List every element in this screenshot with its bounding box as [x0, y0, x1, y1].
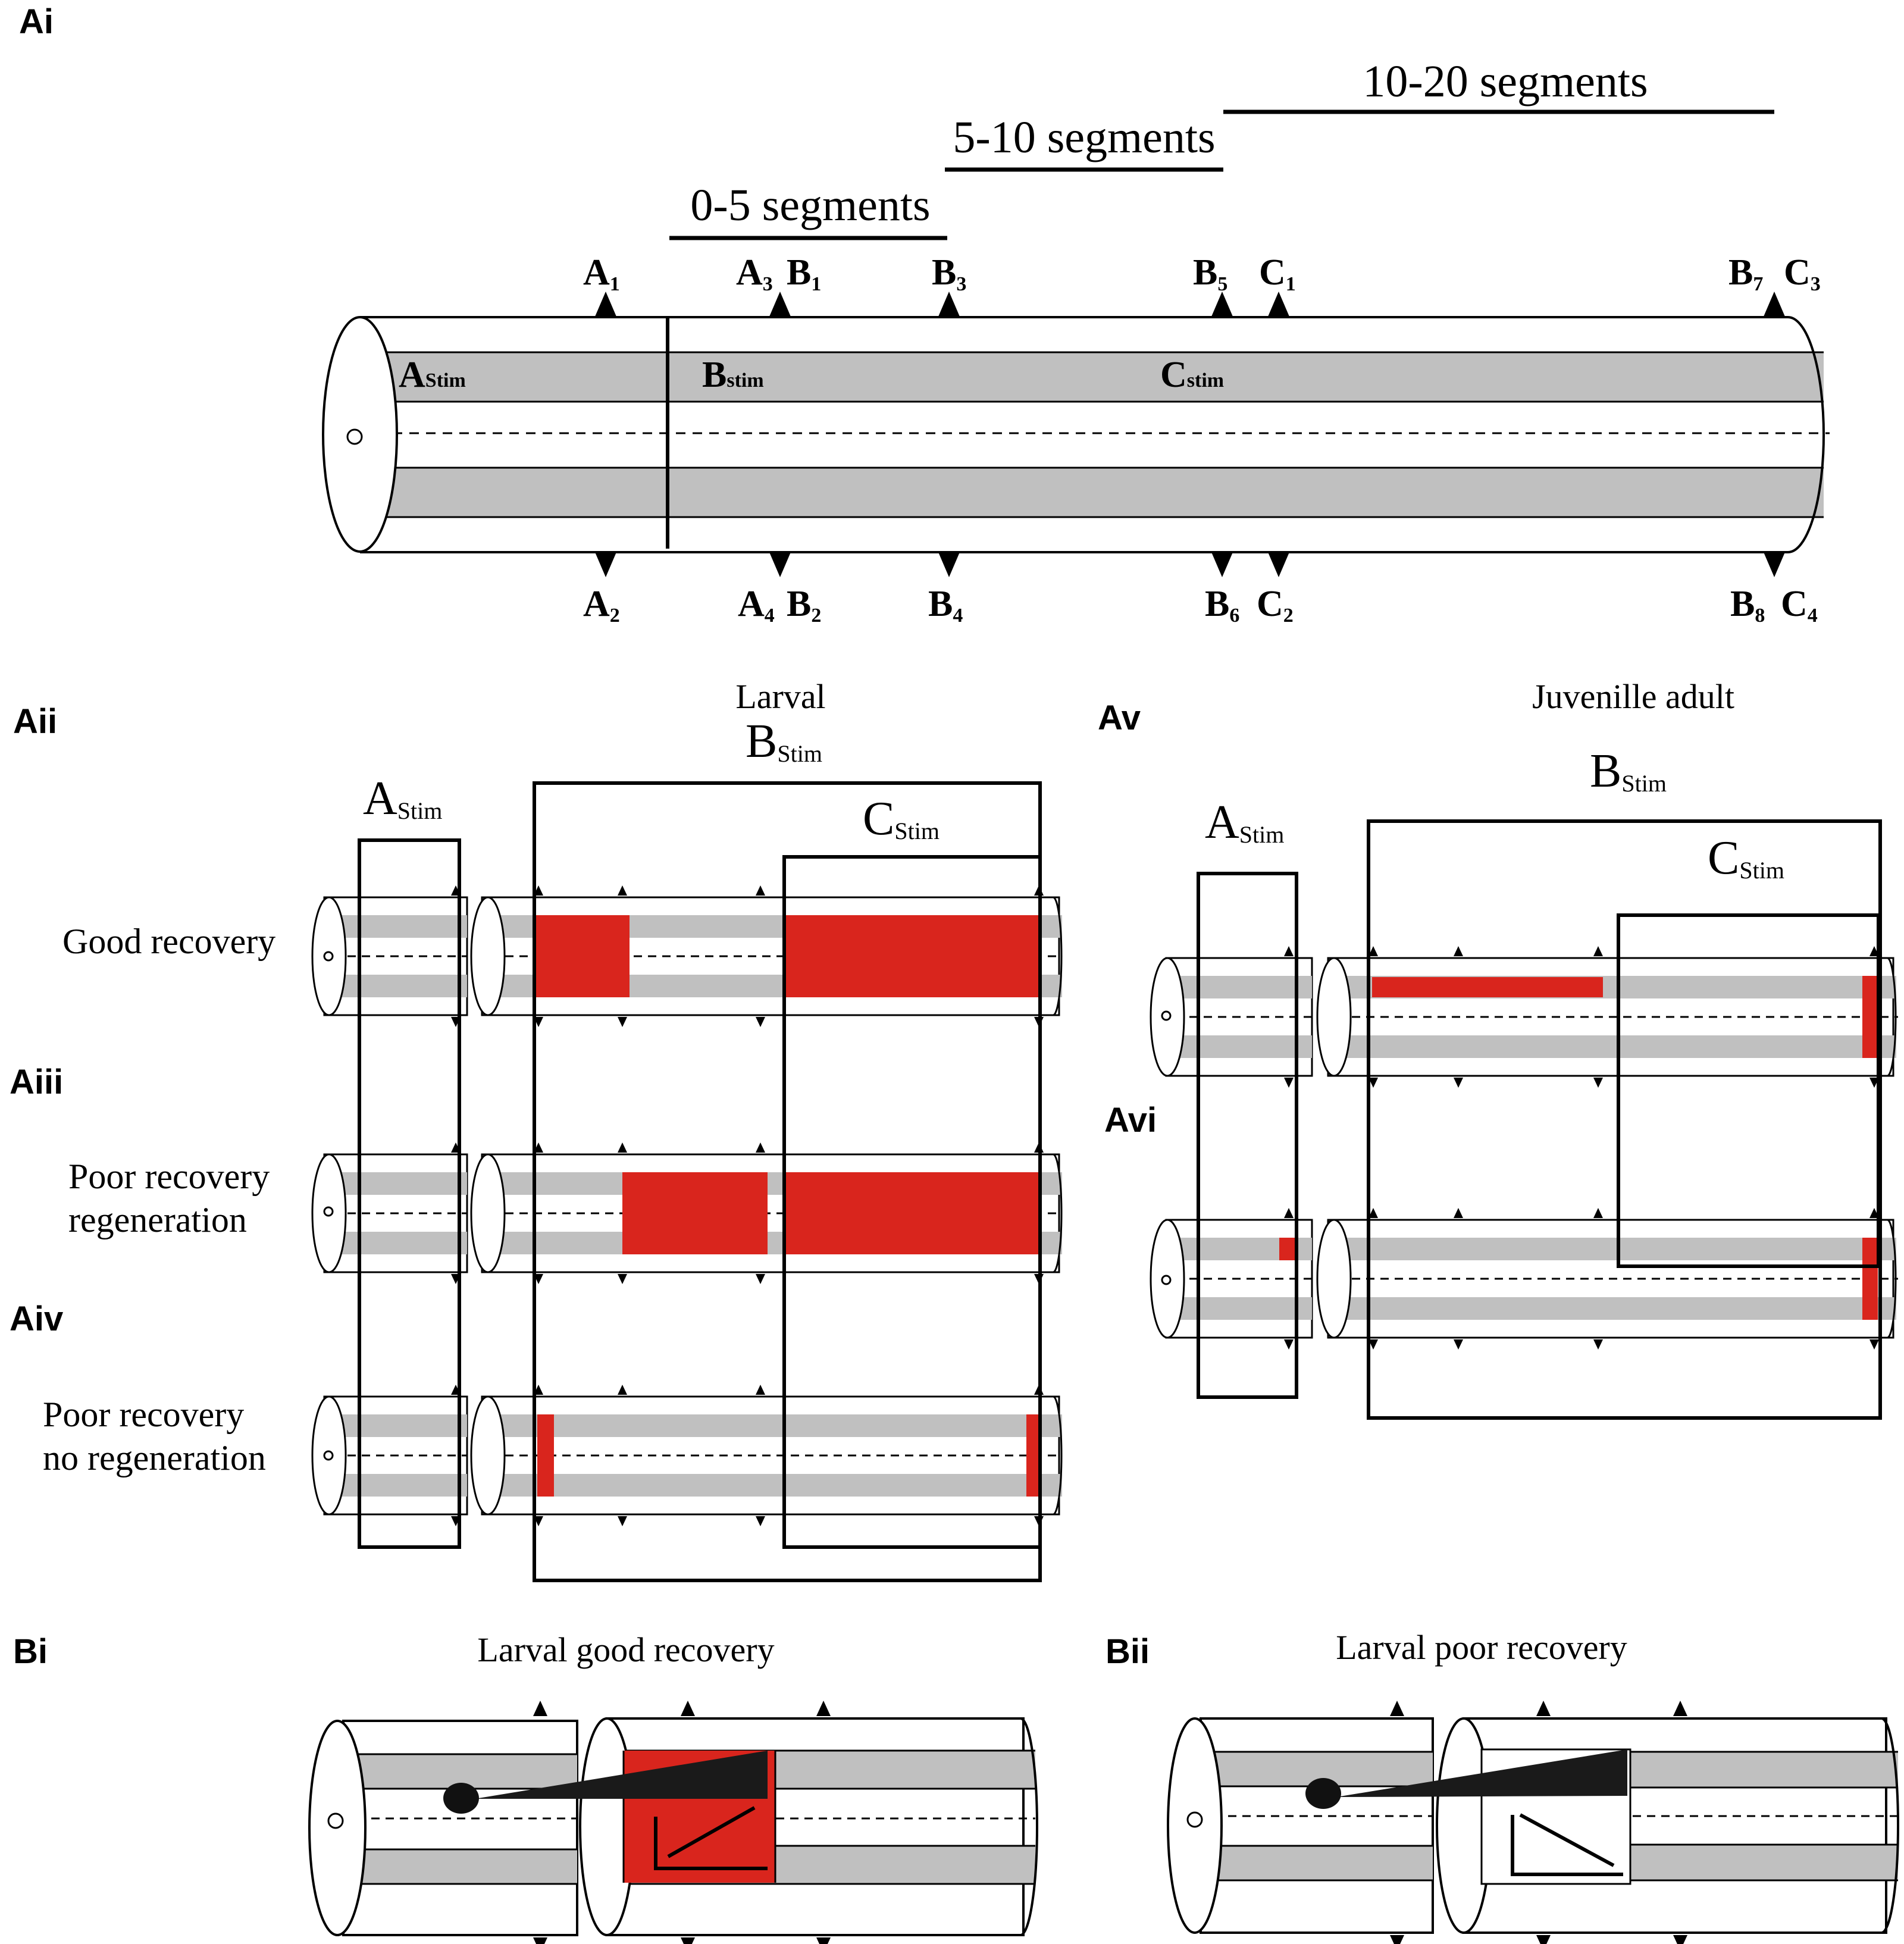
response-region	[1279, 1238, 1295, 1260]
bi-title: Larval good recovery	[477, 1630, 774, 1669]
marker-b3: B3	[932, 252, 966, 295]
stim-label-b: Bstim	[702, 355, 764, 395]
panel-label-avi: Avi	[1104, 1101, 1157, 1140]
marker-b7: B7	[1728, 252, 1763, 295]
response-region	[1372, 977, 1603, 997]
panel-label-av: Av	[1098, 699, 1141, 737]
juvenile-c-stim-box	[1617, 913, 1880, 1268]
stim-label-a: AStim	[399, 355, 466, 395]
row-label-poor-recovery-1: Poor recovery	[68, 1157, 270, 1196]
graph-axes	[654, 1817, 768, 1870]
range-label-0-5: 0-5 segments	[690, 180, 930, 230]
larval-poor-recovery-regeneration-preparation	[311, 1142, 1063, 1284]
juvenile-c-stim-label: CStim	[1708, 832, 1784, 884]
juvenile-lower-preparation	[1150, 1208, 1898, 1350]
marker-c4: C4	[1781, 584, 1818, 627]
larval-c-stim-box	[782, 855, 1042, 1549]
panel-label-bi: Bi	[13, 1632, 48, 1671]
marker-a1: A1	[583, 252, 620, 295]
row-label-no-regeneration: no regeneration	[43, 1438, 266, 1477]
marker-b5: B5	[1193, 252, 1227, 295]
central-canal	[346, 428, 363, 445]
range-label-10-20: 10-20 segments	[1363, 57, 1648, 107]
marker-c3: C3	[1784, 252, 1821, 295]
bi-recording-preparation	[308, 1701, 1038, 1944]
response-region	[784, 1172, 1039, 1254]
marker-b6: B6	[1205, 584, 1239, 627]
juvenile-a-stim-label: AStim	[1205, 796, 1284, 849]
response-region	[1862, 976, 1878, 1058]
segment-range-10-20: 10-20 segments	[1223, 57, 1774, 114]
row-label-regeneration: regeneration	[68, 1200, 247, 1239]
top-electrode-labels: A1 A3 B1 B3 B5 C1 B7 C3	[583, 252, 1821, 295]
larval-c-stim-label: CStim	[863, 793, 940, 845]
response-region	[536, 915, 630, 997]
stim-label-c: Cstim	[1160, 355, 1224, 395]
segment-range-5-10: 5-10 segments	[945, 112, 1223, 172]
response-region	[622, 1172, 768, 1254]
range-label-5-10: 5-10 segments	[953, 112, 1215, 162]
larval-good-recovery-preparation	[311, 885, 1063, 1027]
marker-a2: A2	[583, 584, 620, 627]
panel-label-aiii: Aiii	[10, 1063, 63, 1101]
larval-title: Larval	[735, 677, 825, 716]
ventral-tract	[360, 468, 1824, 517]
juvenile-a-stim-box	[1197, 872, 1298, 1399]
marker-a3: A3	[736, 252, 773, 295]
response-region	[784, 915, 1039, 997]
row-label-poor-recovery-2: Poor recovery	[43, 1395, 244, 1434]
segment-range-0-5: 0-5 segments	[669, 180, 947, 240]
panel-label-ai: Ai	[19, 2, 54, 41]
bii-title: Larval poor recovery	[1336, 1628, 1627, 1667]
dorsal-tract	[360, 352, 1824, 402]
larval-poor-recovery-no-regeneration-preparation	[311, 1385, 1063, 1526]
larval-b-stim-label: BStim	[746, 715, 822, 768]
marker-b8: B8	[1730, 584, 1765, 627]
spinal-cord-cylinder	[322, 316, 1830, 553]
panel-label-aiv: Aiv	[10, 1300, 63, 1338]
bottom-electrode-labels: A2 A4 B2 B4 B6 C2 B8 C4	[583, 584, 1818, 627]
neuron-soma	[1305, 1778, 1341, 1809]
panel-label-aii: Aii	[13, 702, 57, 741]
juvenile-upper-preparation	[1150, 946, 1898, 1088]
graph-rising-line	[667, 1806, 756, 1858]
response-region	[1862, 1238, 1878, 1320]
electrode-markers	[595, 292, 1785, 577]
juvenile-title: Juvenille adult	[1532, 677, 1734, 716]
graph-axes	[1511, 1815, 1623, 1876]
response-region	[537, 1414, 554, 1497]
bii-recording-preparation	[1167, 1701, 1899, 1944]
marker-c2: C2	[1257, 584, 1294, 627]
marker-a4: A4	[738, 584, 775, 627]
axon-projection	[475, 1751, 768, 1799]
axon-projection	[1336, 1749, 1627, 1797]
marker-c1: C1	[1259, 252, 1296, 295]
marker-b2: B2	[787, 584, 821, 627]
juvenile-b-stim-label: BStim	[1590, 745, 1667, 797]
panel-label-bii: Bii	[1106, 1632, 1150, 1671]
marker-b4: B4	[928, 584, 963, 627]
neuron-soma	[443, 1783, 479, 1814]
larval-a-stim-box	[358, 838, 461, 1549]
marker-b1: B1	[787, 252, 821, 295]
larval-a-stim-label: AStim	[363, 772, 442, 825]
graph-falling-line	[1519, 1813, 1615, 1867]
row-label-good-recovery: Good recovery	[62, 922, 275, 961]
